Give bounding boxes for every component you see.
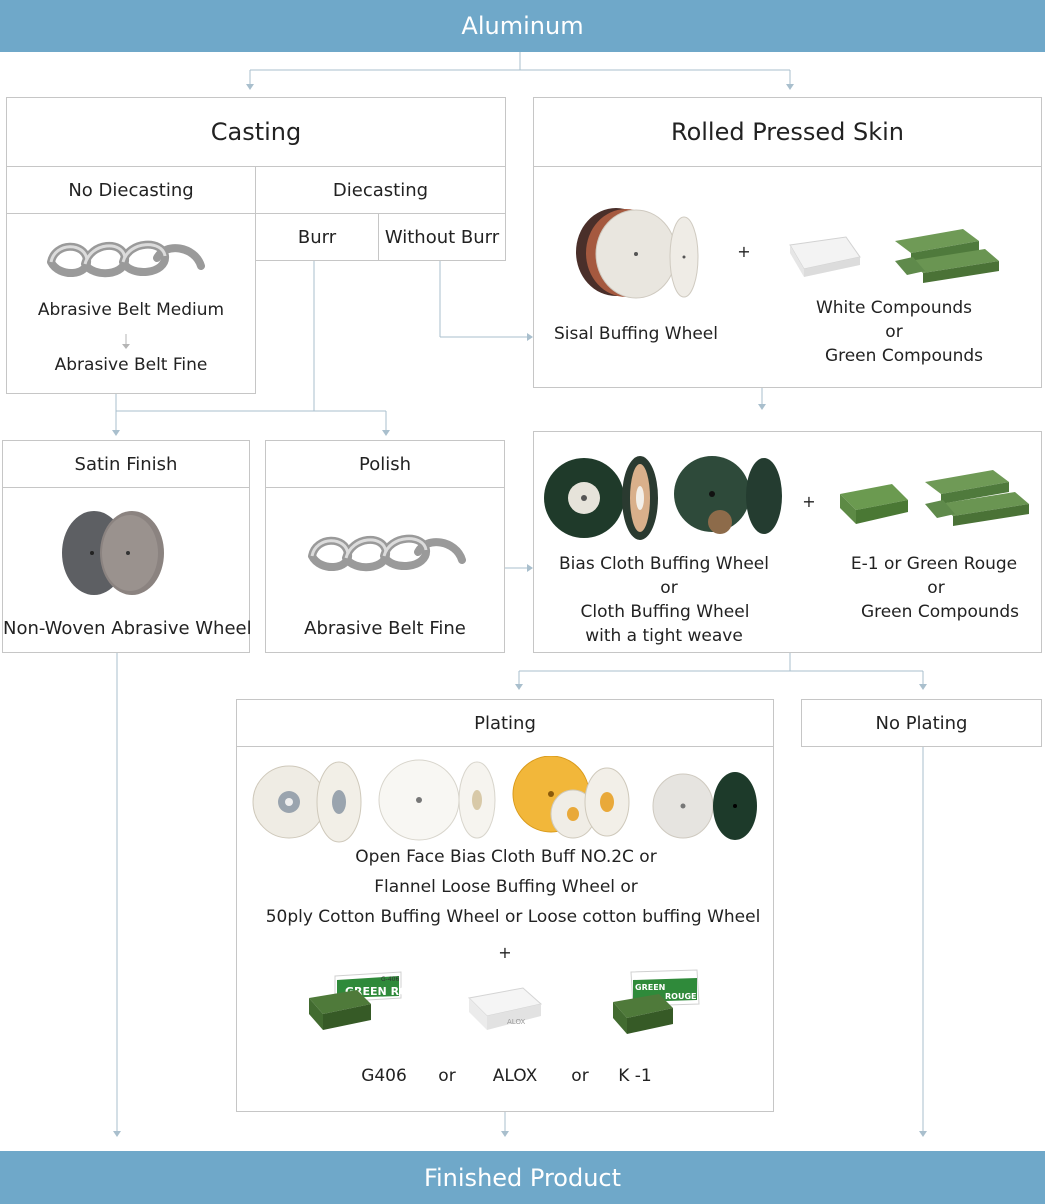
no-diecasting-box: No Diecasting (6, 166, 256, 214)
bias-or-label: or (660, 578, 678, 598)
e1-compound-image (840, 484, 908, 524)
plating-line1: Open Face Bias Cloth Buff NO.2C or (355, 847, 657, 867)
belt-fine-label: Abrasive Belt Fine (54, 355, 208, 375)
rolled-or-label: or (885, 322, 903, 342)
aluminum-header: Aluminum (0, 0, 1045, 52)
k1-box-green: GREEN (635, 983, 665, 992)
abrasive-belts-image (47, 240, 205, 278)
plus-sign: + (737, 242, 751, 261)
plating-box: Plating Open Face Bias Cloth Buff NO.2C … (236, 699, 774, 1112)
plating-line2: Flannel Loose Buffing Wheel or (374, 877, 638, 897)
plating-wheels-image (252, 756, 757, 843)
plating-or-b: or (571, 1066, 589, 1086)
rolled-title-box: Rolled Pressed Skin (533, 97, 1042, 167)
polish-box: Polish Abrasive Belt Fine (265, 440, 505, 653)
finished-product-label: Finished Product (423, 1163, 622, 1192)
abrasive-belt-box: Abrasive Belt Medium Abrasive Belt Fine (6, 213, 256, 394)
belt-medium-label: Abrasive Belt Medium (37, 300, 225, 320)
rolled-content-box: Sisal Buffing Wheel + White Compounds or… (533, 166, 1042, 388)
e1-green-rouge-label: E-1 or Green Rouge (850, 554, 1018, 574)
sisal-wheel-label: Sisal Buffing Wheel (554, 324, 718, 344)
bias-wheel-line1: Bias Cloth Buffing Wheel (559, 554, 769, 574)
finished-product-footer: Finished Product (0, 1151, 1045, 1204)
g406-compound-image: GREEN ROUGE G-406 (309, 971, 405, 1030)
polish-title: Polish (266, 441, 504, 488)
rolled-title: Rolled Pressed Skin (670, 118, 905, 146)
green-compounds-image (895, 229, 999, 283)
aluminum-label: Aluminum (461, 12, 584, 40)
satin-finish-box: Satin Finish Non-Woven Abrasive Wheel (2, 440, 252, 653)
green-compounds-label: Green Compounds (824, 346, 984, 366)
g406-box-code: G-406 (381, 976, 399, 983)
plating-or-a: or (438, 1066, 456, 1086)
polish-belts-image (308, 534, 466, 572)
without-burr-box: Without Burr (378, 213, 506, 261)
alox-label: ALOX (492, 1066, 538, 1086)
diecasting-label: Diecasting (332, 179, 429, 201)
k1-label: K -1 (618, 1066, 652, 1086)
no-plating-title: No Plating (875, 712, 968, 734)
casting-box: Casting (6, 97, 506, 167)
burr-label: Burr (297, 226, 337, 248)
satin-finish-title: Satin Finish (3, 441, 249, 488)
without-burr-label: Without Burr (384, 226, 500, 248)
casting-title: Casting (210, 118, 302, 146)
alox-compound-text: ALOX (507, 1018, 526, 1026)
down-arrow-icon (122, 334, 130, 349)
plating-title: Plating (237, 700, 773, 747)
diecasting-box: Diecasting (255, 166, 506, 214)
white-compound-image (789, 236, 861, 277)
bias-green-compounds-label: Green Compounds (860, 602, 1020, 622)
bias-wheel-line2: Cloth Buffing Wheel (580, 602, 750, 622)
g406-label: G406 (361, 1066, 407, 1086)
white-compounds-label: White Compounds (815, 298, 973, 318)
bias-plus-sign: + (802, 492, 816, 511)
green-rouge-image (925, 470, 1029, 526)
alox-compound-image: ALOX (467, 987, 543, 1030)
bias-cloth-wheels-image (544, 456, 782, 540)
bias-wheel-line3: with a tight weave (585, 626, 743, 646)
bias-or2-label: or (927, 578, 945, 598)
k1-box-rouge: ROUGE (665, 992, 697, 1001)
polish-belt-label: Abrasive Belt Fine (304, 618, 466, 639)
plating-plus-sign: + (498, 943, 512, 962)
non-woven-wheel-label: Non-Woven Abrasive Wheel (3, 618, 252, 639)
non-woven-wheel-image (62, 511, 164, 595)
k1-compound-image: GREEN ROUGE (613, 969, 700, 1034)
no-diecasting-label: No Diecasting (68, 179, 194, 201)
plating-line3: 50ply Cotton Buffing Wheel or Loose cott… (265, 907, 761, 927)
sisal-wheel-image (576, 208, 699, 299)
no-plating-box: No Plating (801, 699, 1042, 747)
burr-box: Burr (255, 213, 379, 261)
bias-cloth-box: Bias Cloth Buffing Wheel or Cloth Buffin… (533, 431, 1042, 653)
